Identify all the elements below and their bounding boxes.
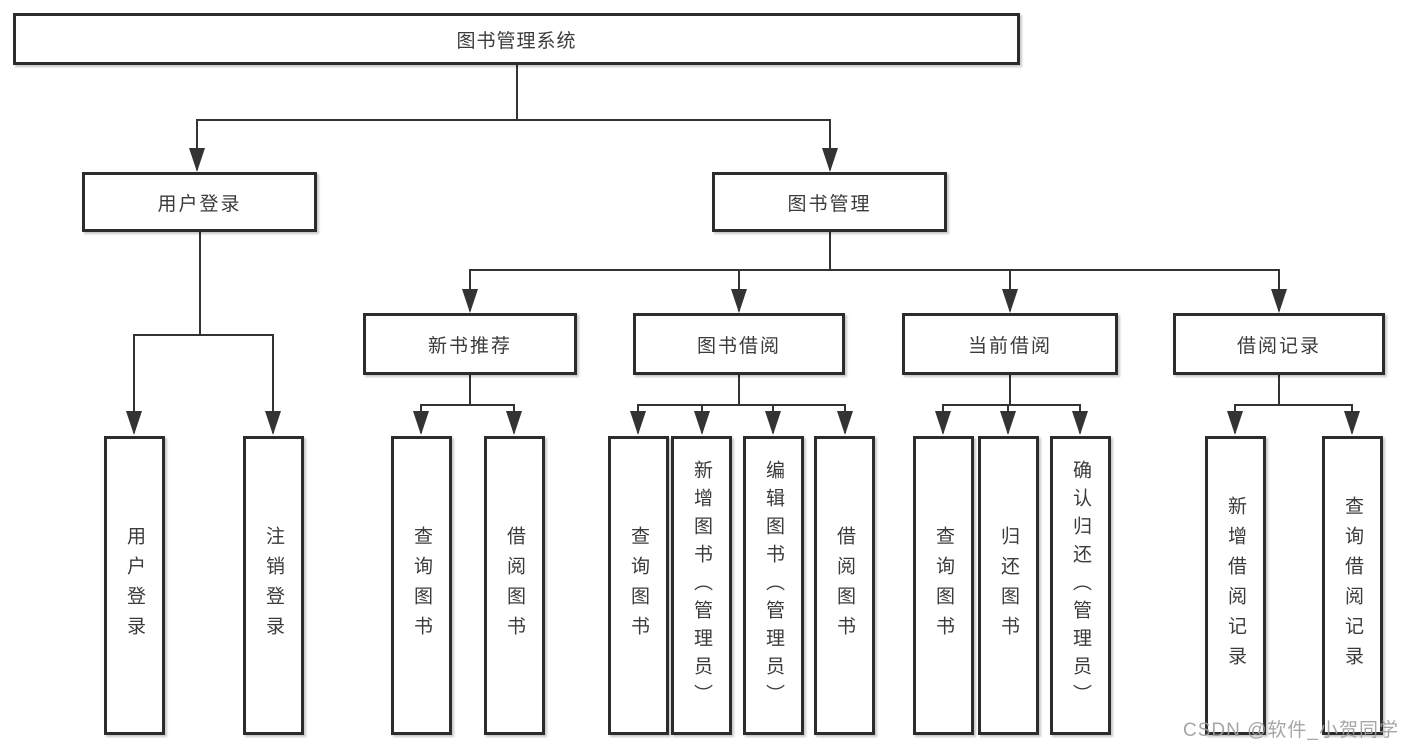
leaf-add-book-admin-label: 新增图书（管理员）	[691, 459, 712, 712]
node-root-label: 图书管理系统	[456, 30, 577, 52]
node-user-login: 用户登录	[82, 172, 317, 232]
leaf-logout-login: 注销登录	[243, 436, 304, 735]
node-book-borrow: 图书借阅	[633, 313, 845, 375]
leaf-query-books-borrow-label: 查询图书	[628, 525, 649, 646]
leaf-query-borrow-record: 查询借阅记录	[1322, 436, 1383, 735]
node-book-borrow-label: 图书借阅	[696, 335, 781, 357]
node-book-management: 图书管理	[712, 172, 947, 232]
leaf-user-login-label: 用户登录	[124, 525, 145, 646]
leaf-borrow-books-recommend-label: 借阅图书	[504, 525, 525, 646]
leaf-return-books: 归还图书	[978, 436, 1039, 735]
leaf-query-books-recommend: 查询图书	[391, 436, 452, 735]
node-new-book-recommend: 新书推荐	[363, 313, 577, 375]
leaf-borrow-books-recommend: 借阅图书	[484, 436, 545, 735]
node-root: 图书管理系统	[13, 13, 1020, 65]
node-current-borrow-label: 当前借阅	[967, 335, 1052, 357]
leaf-add-borrow-record: 新增借阅记录	[1205, 436, 1266, 735]
leaf-query-books-recommend-label: 查询图书	[411, 525, 432, 646]
node-book-management-label: 图书管理	[787, 193, 872, 215]
node-current-borrow: 当前借阅	[902, 313, 1118, 375]
node-borrow-records-label: 借阅记录	[1236, 335, 1321, 357]
leaf-query-books-current-label: 查询图书	[933, 525, 954, 646]
leaf-add-book-admin: 新增图书（管理员）	[671, 436, 732, 735]
leaf-edit-book-admin: 编辑图书（管理员）	[743, 436, 804, 735]
leaf-add-borrow-record-label: 新增借阅记录	[1225, 495, 1246, 676]
leaf-borrow-books-2-label: 借阅图书	[834, 525, 855, 646]
leaf-user-login: 用户登录	[104, 436, 165, 735]
leaf-edit-book-admin-label: 编辑图书（管理员）	[763, 459, 784, 712]
leaf-borrow-books-2: 借阅图书	[814, 436, 875, 735]
leaf-confirm-return-admin-label: 确认归还（管理员）	[1070, 459, 1091, 712]
leaf-logout-login-label: 注销登录	[263, 525, 284, 646]
node-borrow-records: 借阅记录	[1173, 313, 1385, 375]
csdn-watermark: CSDN @软件_小贺同学	[1183, 720, 1399, 741]
leaf-query-borrow-record-label: 查询借阅记录	[1342, 495, 1363, 676]
node-new-book-recommend-label: 新书推荐	[427, 335, 512, 357]
leaf-query-books-current: 查询图书	[913, 436, 974, 735]
leaf-return-books-label: 归还图书	[998, 525, 1019, 646]
leaf-query-books-borrow: 查询图书	[608, 436, 669, 735]
node-user-login-label: 用户登录	[157, 193, 242, 215]
leaf-confirm-return-admin: 确认归还（管理员）	[1050, 436, 1111, 735]
